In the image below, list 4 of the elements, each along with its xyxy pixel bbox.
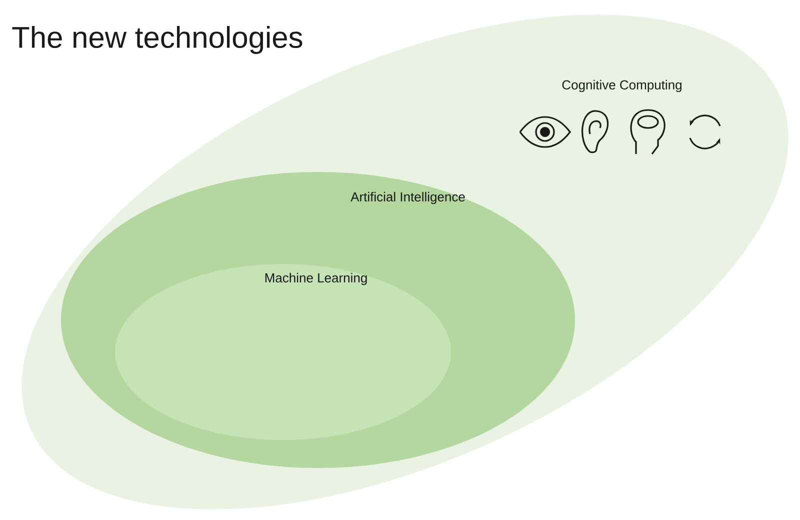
- title: The new technologies: [12, 26, 302, 54]
- ellipse-label: Artificial Intelligence: [350, 192, 465, 204]
- ellipse-label: Machine Learning: [265, 272, 367, 286]
- ellipse-label: Cognitive Computing: [562, 80, 682, 92]
